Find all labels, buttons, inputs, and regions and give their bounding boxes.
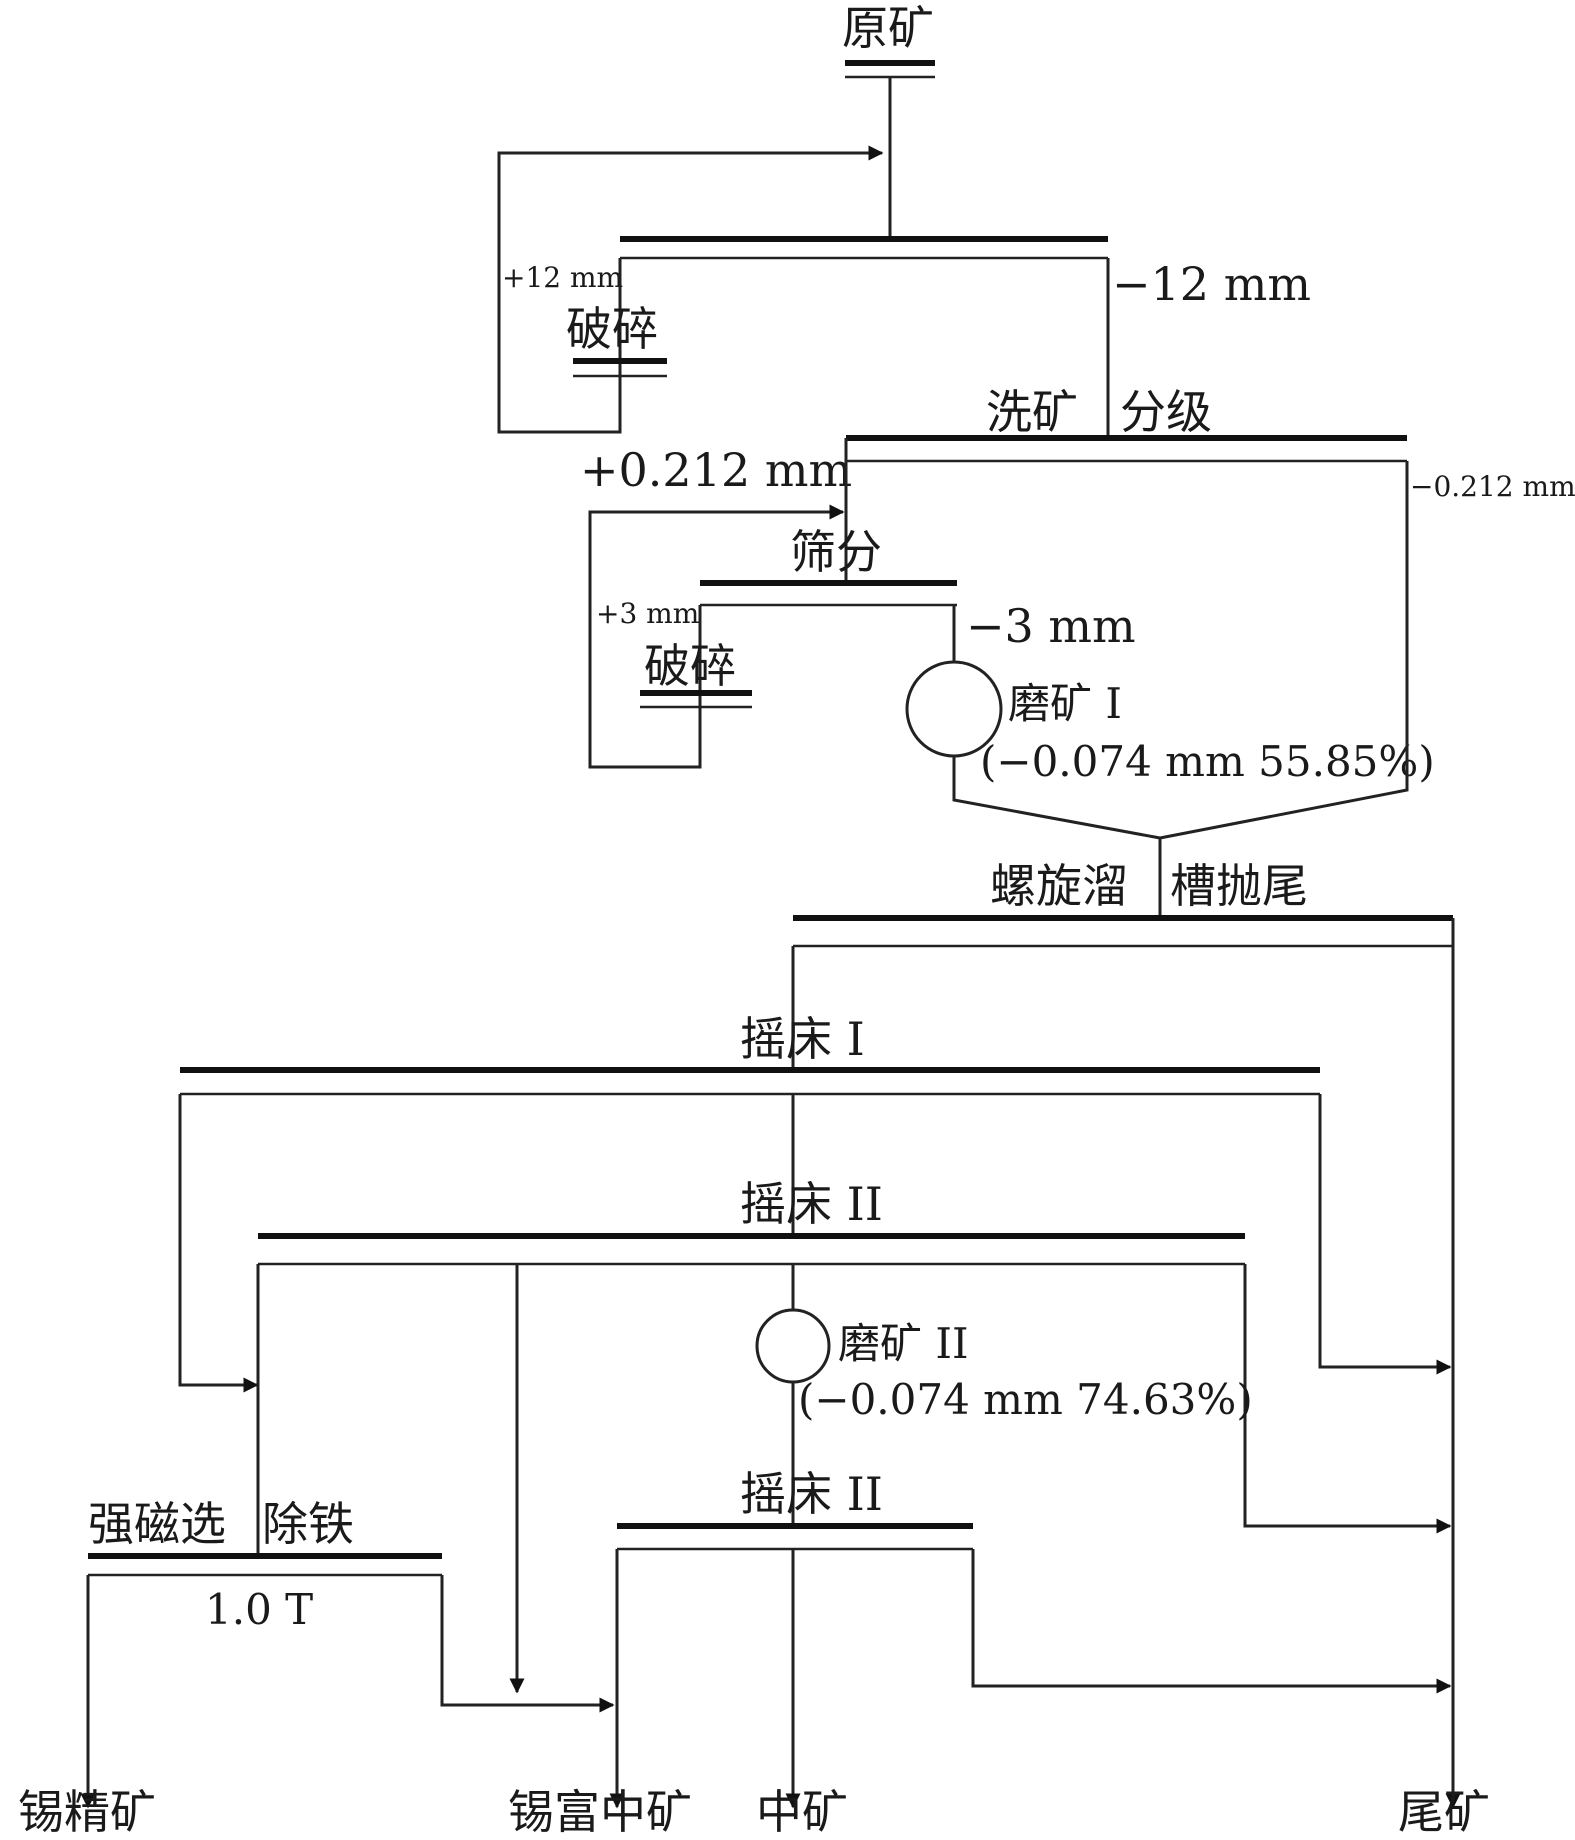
raw-ore-symbol xyxy=(845,60,935,79)
grinding-1-output-line xyxy=(952,756,1161,840)
grinding-mill-2-icon xyxy=(755,1308,831,1384)
washing-label: 洗矿 xyxy=(986,385,1078,439)
grinding-1-label: 磨矿 I xyxy=(1008,679,1122,728)
tailing-discard-label: 槽抛尾 xyxy=(1170,859,1308,913)
shaking-table-1-label: 摇床 I xyxy=(740,1012,865,1066)
spiral-chute-label: 螺旋溜 xyxy=(990,859,1128,913)
washing-grading-screen xyxy=(846,435,1407,463)
st2-tailings-arrow xyxy=(1243,1264,1452,1534)
tailings-label: 尾矿 xyxy=(1398,1785,1490,1839)
magnetic-sep-symbol xyxy=(88,1553,442,1577)
plus-12mm-label: +12 mm xyxy=(502,261,623,294)
shaking-table-2b-label: 摇床 II xyxy=(740,1467,883,1521)
crusher-2-symbol xyxy=(640,690,752,709)
st1-tailings-arrow xyxy=(1318,1094,1452,1375)
shaking-table-2b-symbol xyxy=(617,1523,973,1551)
tin-concentrate-label: 锡精矿 xyxy=(18,1785,156,1839)
st2b-tailings-arrow xyxy=(971,1549,1452,1694)
crusher-2-return-arrow xyxy=(588,504,845,769)
iron-removal-label: 除铁 xyxy=(262,1497,354,1551)
spiral-chute-symbol xyxy=(793,915,1453,948)
st1-concentrate-arrow xyxy=(178,1094,259,1393)
magnetic-middling-arrow xyxy=(440,1575,615,1713)
shaking-table-1-symbol xyxy=(180,1067,1320,1096)
grading-label: 分级 xyxy=(1120,385,1212,439)
screening-label: 筛分 xyxy=(790,525,882,579)
grinding-2-label: 磨矿 II xyxy=(838,1319,969,1368)
minus-0212mm-line xyxy=(1159,461,1409,840)
grinding-1-spec: (−0.074 mm 55.85%) xyxy=(980,737,1435,786)
tin-rich-middling-label: 锡富中矿 xyxy=(508,1785,692,1839)
middling-label: 中矿 xyxy=(756,1785,848,1839)
minus-12mm-label: −12 mm xyxy=(1112,257,1311,311)
minus-0212mm-label: −0.212 mm xyxy=(1410,470,1575,503)
grinding-2-spec: (−0.074 mm 74.63%) xyxy=(798,1375,1253,1424)
plus-0212mm-label: +0.212 mm xyxy=(580,443,852,497)
crushing-1-label: 破碎 xyxy=(566,302,658,356)
crushing-2-label: 破碎 xyxy=(644,639,736,693)
raw-ore-label: 原矿 xyxy=(842,1,934,55)
magnetic-sep-label: 强磁选 xyxy=(88,1497,226,1551)
screen-12mm xyxy=(620,236,1108,260)
minus-3mm-label: −3 mm xyxy=(966,599,1136,653)
plus-3mm-label: +3 mm xyxy=(596,597,699,630)
screening-3mm xyxy=(700,580,957,607)
shaking-table-2-symbol xyxy=(258,1233,1245,1266)
crusher-1-return-arrow xyxy=(497,145,884,434)
shaking-table-2-label: 摇床 II xyxy=(740,1177,883,1231)
field-strength-label: 1.0 T xyxy=(205,1585,313,1634)
